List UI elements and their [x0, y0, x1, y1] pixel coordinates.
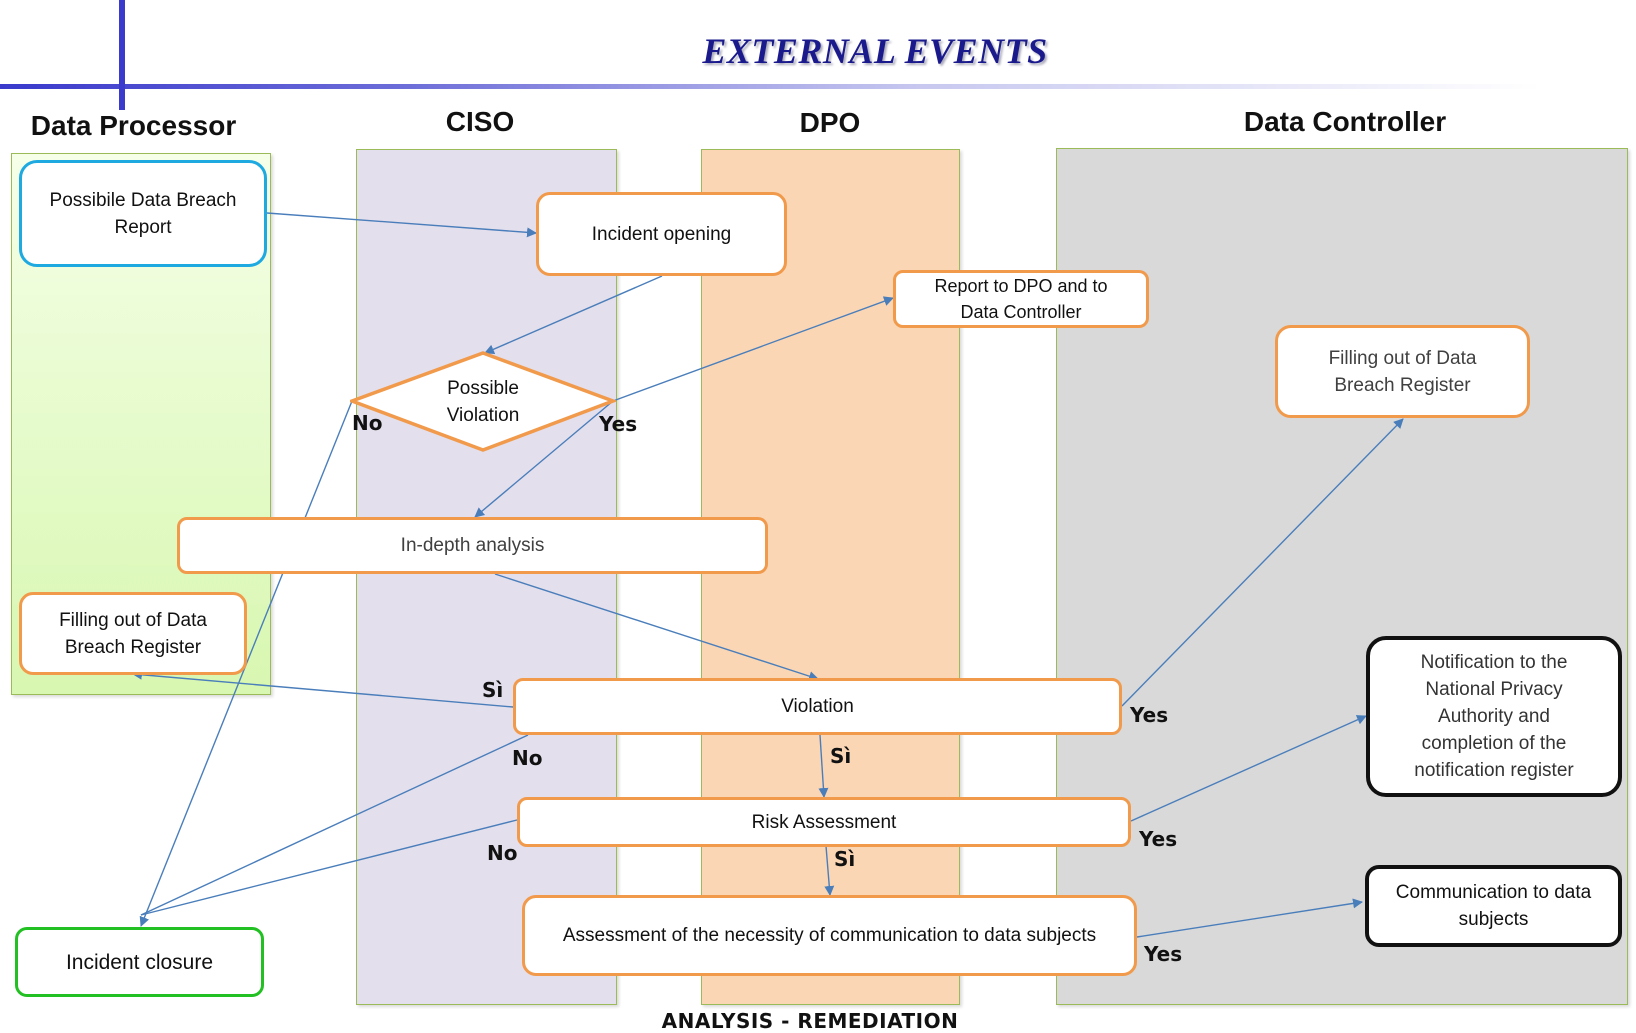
node-label: Risk Assessment	[751, 811, 897, 833]
edge-label-assessment-yes: Yes	[1144, 942, 1183, 966]
lane-label-dpo: DPO	[799, 107, 861, 138]
node-incident-closure: Incident closure	[15, 927, 264, 997]
node-label: Violation	[781, 696, 854, 717]
edge-label-violation-yes: Yes	[1130, 703, 1169, 727]
diagram-footer: ANALYSIS - REMEDIATION	[661, 1009, 959, 1033]
edge-label-violation-si-left: Sì	[482, 678, 504, 702]
node-communication-data-subjects: Communication to data subjects	[1365, 865, 1622, 947]
node-incident-opening: Incident opening	[536, 192, 787, 276]
node-label: Assessment of the necessity of communica…	[562, 925, 1097, 946]
node-label: In-depth analysis	[400, 535, 545, 556]
edge-label-risk-si: Sì	[834, 847, 856, 871]
node-label: Communication to data subjects	[1395, 882, 1592, 930]
edge-label-risk-yes: Yes	[1139, 827, 1178, 851]
node-in-depth-analysis: In-depth analysis	[177, 517, 768, 574]
node-label: Possibile Data Breach Report	[49, 189, 237, 238]
node-label: Report to DPO and to Data Controller	[934, 276, 1108, 322]
node-filling-register-dp: Filling out of Data Breach Register	[19, 592, 247, 675]
node-label: Incident closure	[65, 950, 214, 974]
node-possible-violation: Possible Violation	[420, 372, 546, 432]
node-possible-data-breach-report: Possibile Data Breach Report	[19, 160, 267, 267]
edge-label-violation-no: No	[512, 746, 543, 770]
node-assessment-communication: Assessment of the necessity of communica…	[522, 895, 1137, 976]
node-possible-violation-diamond	[350, 351, 616, 452]
lane-label-data-processor: Data Processor	[30, 110, 237, 141]
header-rule	[0, 84, 1540, 89]
node-violation: Violation	[513, 678, 1122, 735]
header-vertical-rule	[119, 0, 125, 110]
lane-ciso	[356, 149, 617, 1005]
edge-label-risk-no: No	[487, 841, 518, 865]
node-notification-authority: Notification to the National Privacy Aut…	[1366, 636, 1622, 797]
edge-label-pv-no: No	[352, 411, 383, 435]
diagram-title: EXTERNAL EVENTS	[702, 31, 1048, 71]
lane-label-ciso: CISO	[445, 106, 515, 137]
lane-label-data-controller: Data Controller	[1243, 106, 1447, 137]
node-label: Possible Violation	[446, 378, 520, 426]
node-filling-register-dc: Filling out of Data Breach Register	[1275, 325, 1530, 418]
edge-label-pv-yes: Yes	[599, 412, 638, 436]
node-label: Incident opening	[591, 223, 732, 245]
node-report-to-dpo-and-dc: Report to DPO and to Data Controller	[893, 270, 1149, 328]
node-risk-assessment: Risk Assessment	[517, 797, 1131, 847]
node-label: Filling out of Data Breach Register	[59, 609, 207, 658]
node-label: Filling out of Data Breach Register	[1328, 347, 1477, 396]
node-label: Notification to the National Privacy Aut…	[1414, 652, 1574, 781]
edge-label-violation-si-down: Sì	[830, 744, 852, 768]
